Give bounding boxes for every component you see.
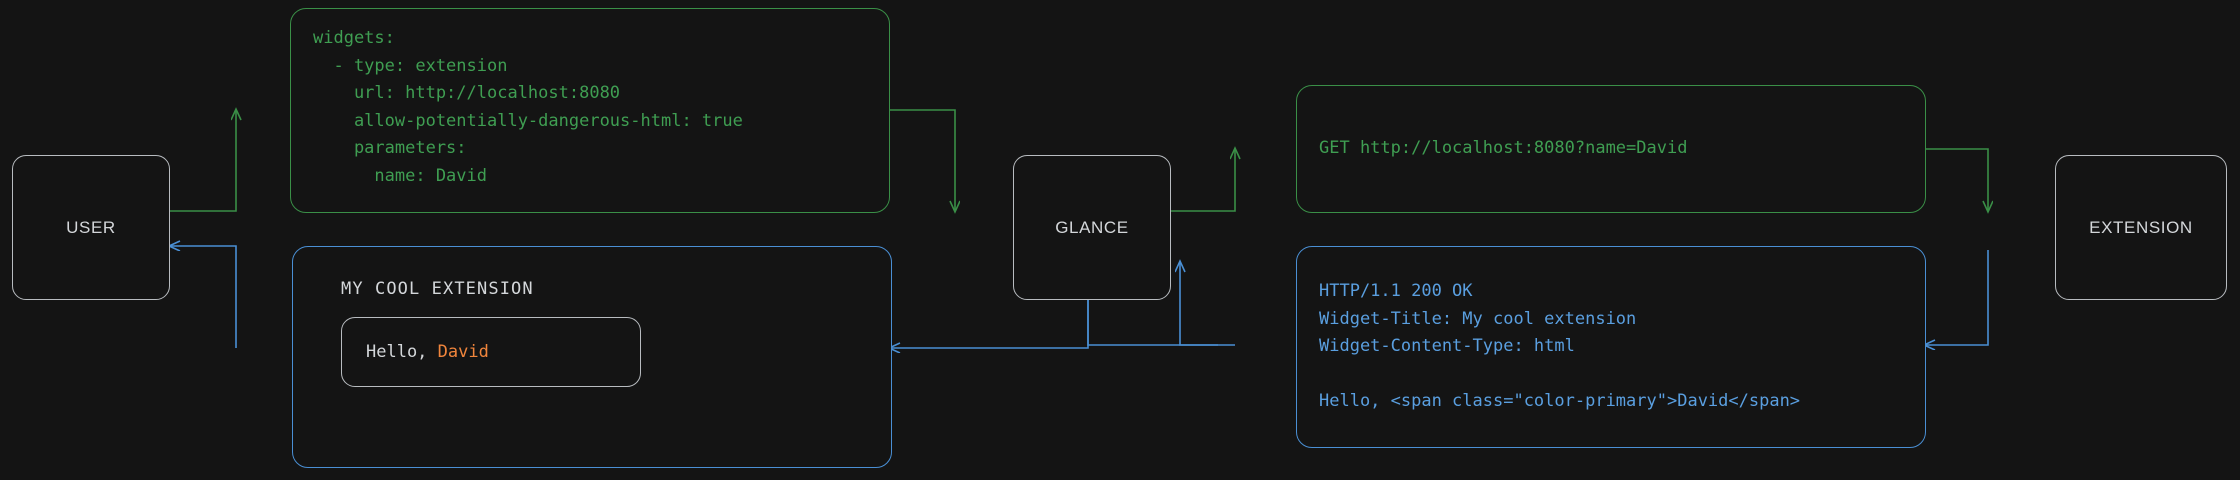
node-extension-label: EXTENSION [2089, 217, 2193, 237]
widget-config-yaml-text: widgets: - type: extension url: http://l… [313, 28, 743, 186]
node-extension[interactable]: EXTENSION [2055, 155, 2227, 300]
rendered-widget-panel: MY COOL EXTENSION Hello, David [292, 246, 892, 468]
rendered-widget-title: MY COOL EXTENSION [341, 279, 534, 299]
rendered-widget-card: Hello, David [341, 317, 641, 387]
rendered-widget-greeting: Hello, [366, 342, 438, 362]
node-user-label: USER [66, 217, 116, 237]
node-glance-label: GLANCE [1055, 217, 1129, 237]
http-response-box: HTTP/1.1 200 OK Widget-Title: My cool ex… [1296, 246, 1926, 448]
http-response-text: HTTP/1.1 200 OK Widget-Title: My cool ex… [1319, 281, 1801, 412]
widget-config-yaml-box: widgets: - type: extension url: http://l… [290, 8, 890, 213]
node-user[interactable]: USER [12, 155, 170, 300]
http-request-text: GET http://localhost:8080?name=David [1319, 138, 1688, 159]
node-glance[interactable]: GLANCE [1013, 155, 1171, 300]
http-request-box: GET http://localhost:8080?name=David [1296, 85, 1926, 213]
rendered-widget-name: David [437, 342, 489, 362]
